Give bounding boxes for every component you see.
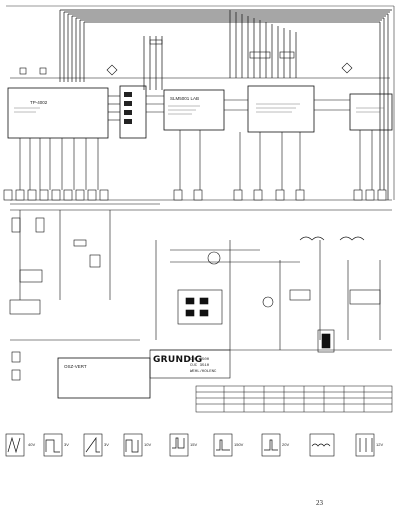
waveform-label-3: 3V [104, 442, 109, 447]
model-line-2: CUC 3510 [190, 364, 210, 368]
page-number: 23 [316, 499, 324, 507]
ic-label-1: TP-4002 [30, 100, 48, 105]
waveform-8 [309, 433, 335, 457]
waveform-label-7: 20V [282, 442, 289, 447]
ic-label-5: OSZ-VERT [64, 364, 87, 369]
ic-label-2: SLM5001 LAB [170, 96, 199, 101]
connector-row [3, 189, 387, 201]
waveform-row: 40V 3V 3V 10V 15V 150V [5, 433, 383, 457]
waveform-label-2: 3V [64, 442, 69, 447]
ic-block-2 [119, 85, 147, 139]
waveform-2: 3V [43, 433, 69, 457]
waveform-label-4: 10V [144, 442, 151, 447]
title-block: GRUNDIG CUC 3500 CUC 3510 WEHL/KOLENC [149, 349, 231, 379]
ic-block-4 [247, 85, 315, 133]
top-bus-wires [59, 9, 392, 200]
waveform-4: 10V [123, 433, 151, 457]
waveform-1: 40V [5, 433, 35, 457]
waveform-7: 20V [261, 433, 289, 457]
ic-block-5 [349, 93, 393, 131]
waveform-9: 12V [355, 433, 383, 457]
waveform-5: 15V [169, 433, 197, 457]
parts-table [195, 385, 393, 413]
brand-logo: GRUNDIG [153, 355, 202, 365]
waveform-3: 3V [83, 433, 109, 457]
waveform-6: 150V [213, 433, 244, 457]
ic-block-1: TP-4002 [7, 87, 109, 139]
deflection-ic: OSZ-VERT [57, 357, 151, 399]
waveform-label-6: 150V [234, 442, 244, 447]
waveform-label-1: 40V [28, 442, 35, 447]
model-line-3: WEHL/KOLENC [190, 369, 217, 374]
model-line-1: CUC 3500 [190, 358, 210, 362]
waveform-label-5: 15V [190, 442, 197, 447]
waveform-label-9: 12V [376, 442, 383, 447]
ic-blocks: TP-4002 SLM5001 LAB [7, 85, 393, 139]
ic-block-3: SLM5001 LAB [163, 89, 225, 131]
